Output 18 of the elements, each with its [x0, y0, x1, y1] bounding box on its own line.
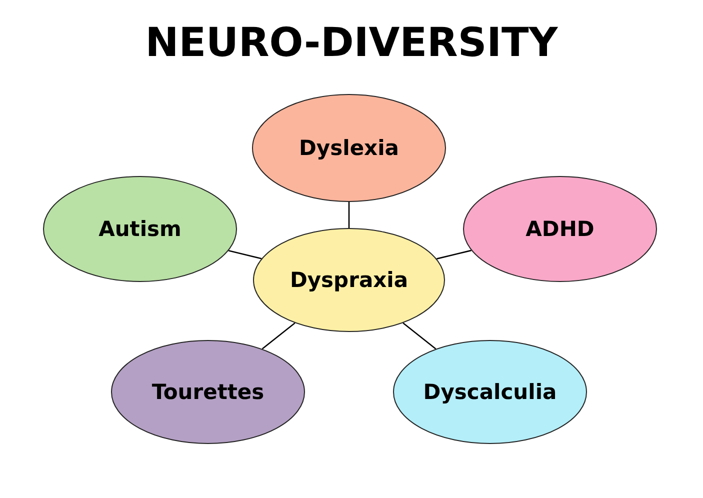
node-label: Tourettes	[152, 380, 264, 404]
oval-node	[253, 228, 445, 332]
connector-line	[402, 322, 436, 350]
oval-node	[43, 176, 237, 282]
oval-node	[252, 94, 446, 202]
oval-node	[111, 340, 305, 444]
oval-node	[463, 176, 657, 282]
node-label: Dyspraxia	[290, 268, 408, 292]
node-label: Dyscalculia	[423, 380, 557, 404]
oval-node	[393, 340, 587, 444]
diagram-title: NEURO-DIVERSITY	[144, 19, 559, 68]
connector-line	[348, 202, 350, 228]
connector-line	[262, 322, 296, 350]
node-label: Dyslexia	[299, 136, 399, 160]
node-label: ADHD	[526, 217, 594, 241]
connector-line	[228, 250, 262, 260]
connector-line	[436, 250, 472, 260]
node-label: Autism	[98, 217, 182, 241]
